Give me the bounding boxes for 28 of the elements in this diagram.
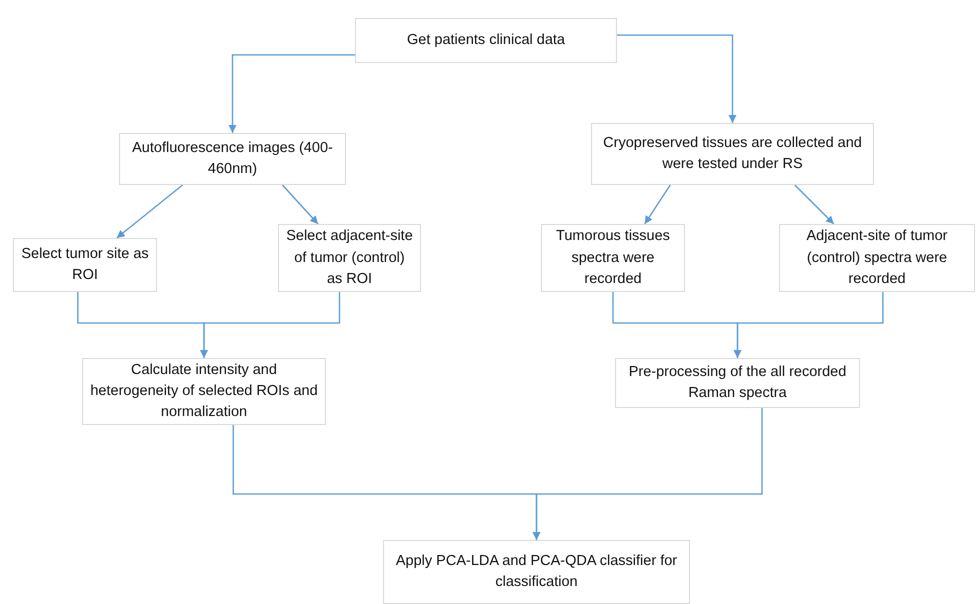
box-label: Cryopreserved tissues are collected and were tested under RS [602,134,863,174]
process-box [591,123,874,185]
box-label: Tumorous tissues spectra were recorded [555,227,671,289]
arrow [794,184,834,224]
box-label: Calculate intensity and heterogeneity of selected ROIs and normalization [89,360,319,422]
box-label: Autofluorescence images (400-460nm) [131,138,334,179]
process-box [615,358,860,408]
process-box [119,133,346,185]
arrow [228,54,355,133]
box-label: Adjacent-site of tumor (control) spectra were recorded [805,227,949,289]
box-label: Pre-processing of the all recorded Raman spectra [628,362,848,403]
arrow [644,184,671,224]
box-label: Select tumor site as ROI [20,244,150,285]
arrow [200,292,340,358]
process-box [278,224,421,292]
process-box [779,224,975,292]
box-label: Select adjacent-site of tumor (control) as ROI [285,227,414,289]
process-box [355,18,617,63]
process-box [541,224,685,292]
box-label: Get patients clinical data [407,30,565,50]
arrow [532,408,763,540]
arrow [282,184,319,224]
arrow [617,34,736,123]
arrow [734,292,884,358]
arrow [116,184,183,238]
box-label: Apply PCA-LDA and PCA-QDA classifier for classification [394,552,678,592]
process-box [13,238,157,292]
process-box [383,540,690,604]
